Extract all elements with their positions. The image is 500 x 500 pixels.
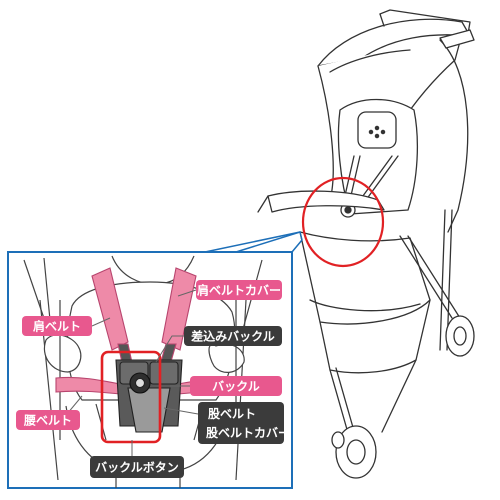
- svg-text:腰ベルト: 腰ベルト: [23, 413, 72, 428]
- svg-text:差込みバックル: 差込みバックル: [190, 329, 275, 344]
- svg-text:肩ベルトカバー: 肩ベルトカバー: [197, 283, 281, 298]
- label-shoulder-belt: 肩ベルト: [22, 316, 92, 336]
- rear-wheel: [445, 315, 475, 357]
- callout-connector: [204, 231, 303, 253]
- label-buckle-button: バックルボタン: [90, 456, 184, 478]
- label-shoulder-belt-cover: 肩ベルトカバー: [196, 280, 282, 300]
- svg-text:バックル: バックル: [212, 380, 260, 394]
- buckle-highlight-box: [100, 350, 162, 444]
- label-crotch-belt-group: 股ベルト 股ベルトカバー: [198, 402, 290, 444]
- left-shoulder-belt-cover: [91, 267, 129, 351]
- buckle-highlight-ellipse: [301, 176, 385, 268]
- label-waist-belt: 腰ベルト: [16, 410, 80, 430]
- right-shoulder-belt-cover: [161, 267, 197, 351]
- label-crotch-belt-cover: 股ベルトカバー: [206, 425, 290, 440]
- buckle-assembly: [115, 359, 183, 433]
- crotch-belt-cover: [127, 387, 171, 433]
- label-insert-buckle: 差込みバックル: [184, 326, 282, 346]
- svg-text:バックルボタン: バックルボタン: [95, 460, 179, 475]
- svg-text:肩ベルト: 肩ベルト: [33, 319, 81, 334]
- label-buckle: バックル: [190, 376, 282, 396]
- stroller-illustration: [257, 9, 475, 479]
- label-crotch-belt: 股ベルト: [208, 406, 256, 421]
- front-wheel: [335, 425, 377, 479]
